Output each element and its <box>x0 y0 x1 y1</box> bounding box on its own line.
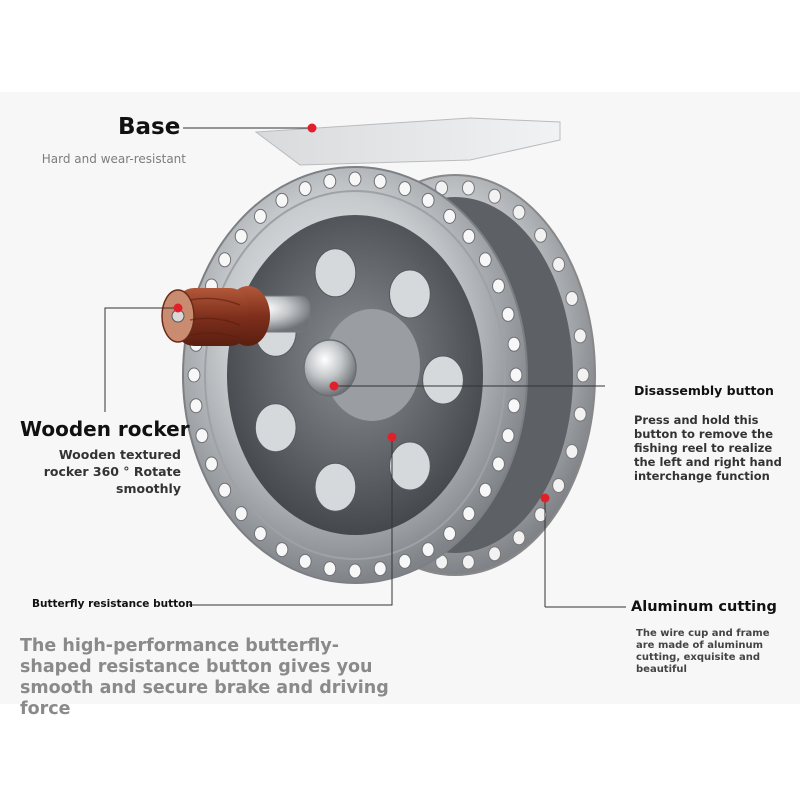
reel-hole <box>573 328 587 344</box>
reel-hole <box>534 507 548 523</box>
reel-hole <box>573 406 587 422</box>
reel-hole <box>501 306 515 322</box>
reel-hole <box>254 403 297 453</box>
wooden-rocker-title: Wooden rocker <box>20 417 190 441</box>
reel-hole <box>298 181 312 197</box>
reel-hole <box>234 506 248 522</box>
reel-hole <box>422 355 464 405</box>
disassembly-button-hub <box>303 339 357 397</box>
reel-base-plate <box>254 117 561 166</box>
reel-hole <box>218 252 232 268</box>
reel-hole <box>462 228 476 244</box>
reel-hole <box>443 526 457 542</box>
reel-hole <box>492 456 505 472</box>
reel-hole <box>565 444 579 459</box>
reel-hole <box>443 208 457 224</box>
reel-hole <box>576 367 590 383</box>
reel-hole <box>253 526 267 542</box>
reel-hole <box>501 428 515 444</box>
reel-hole <box>421 542 435 558</box>
reel-hole <box>323 561 337 577</box>
reel-hole <box>507 398 521 414</box>
reel-hole <box>512 204 526 220</box>
front-rim-holes <box>187 171 523 579</box>
reel-hole <box>492 278 505 294</box>
callout-dots <box>173 123 550 503</box>
reel-hole <box>512 530 526 546</box>
butterfly-button-title: Butterfly resistance button <box>32 598 193 610</box>
reel-hole <box>373 173 387 189</box>
reel-hole <box>534 227 548 243</box>
reel-hole <box>488 546 502 562</box>
reel-hole <box>461 554 475 570</box>
reel-hole <box>314 462 357 512</box>
reel-hole <box>275 192 289 208</box>
reel-hole <box>348 171 362 187</box>
wooden-rocker-description: Wooden textured rocker 360 ° Rotate smoo… <box>43 447 181 496</box>
reel-hole <box>565 291 579 306</box>
disassembly-button-title: Disassembly button <box>634 383 774 398</box>
aluminum-cutting-title: Aluminum cutting <box>631 599 777 615</box>
reel-hole <box>348 563 362 579</box>
reel-hole <box>195 428 209 444</box>
reel-hole <box>421 192 435 208</box>
reel-hole <box>461 180 475 196</box>
reel-hole <box>488 188 502 204</box>
reel-hole <box>462 506 476 522</box>
reel-hole <box>507 336 521 352</box>
wooden-rocker-handle <box>161 286 270 346</box>
base-title: Base <box>118 114 181 140</box>
reel-hole <box>389 269 431 319</box>
reel-hole <box>478 252 492 268</box>
reel-hole <box>205 456 218 472</box>
reel-hole <box>509 367 523 383</box>
reel-hole <box>218 482 232 498</box>
reel-hole <box>389 441 431 491</box>
reel-hole <box>314 248 357 298</box>
reel-hole <box>298 553 312 569</box>
disassembly-button-description: Press and hold this button to remove the… <box>634 413 782 483</box>
reel-hole <box>552 478 566 493</box>
reel-hole <box>187 367 201 383</box>
reel-hole <box>398 181 412 197</box>
reel-hole <box>373 561 387 577</box>
reel-hole <box>323 173 337 189</box>
callout-leader-lines <box>104 127 626 608</box>
base-subtitle: Hard and wear-resistant <box>41 152 186 166</box>
reel-hole <box>275 542 289 558</box>
reel-hole <box>253 208 267 224</box>
butterfly-button-description: The high-performance butterfly-shaped re… <box>20 636 389 719</box>
reel-hole <box>478 482 492 498</box>
reel-hole <box>398 553 412 569</box>
reel-hole <box>189 398 203 414</box>
reel-hole <box>234 228 248 244</box>
reel-hole <box>552 257 566 272</box>
aluminum-cutting-description: The wire cup and frame are made of alumi… <box>636 628 770 675</box>
